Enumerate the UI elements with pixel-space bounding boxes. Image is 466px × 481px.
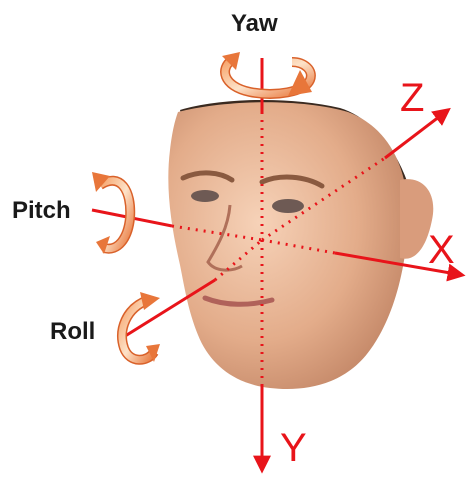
right-eye	[272, 199, 304, 213]
z-axis-label: Z	[400, 78, 424, 118]
pitch-label: Pitch	[12, 199, 71, 223]
left-eye	[191, 190, 219, 202]
head-illustration	[168, 100, 433, 389]
roll-label: Roll	[50, 320, 95, 344]
yaw-rotation-arrow	[222, 52, 312, 96]
y-axis-label: Y	[280, 428, 307, 468]
x-axis-label: X	[428, 230, 455, 270]
face	[168, 102, 408, 389]
yaw-label: Yaw	[231, 12, 278, 36]
